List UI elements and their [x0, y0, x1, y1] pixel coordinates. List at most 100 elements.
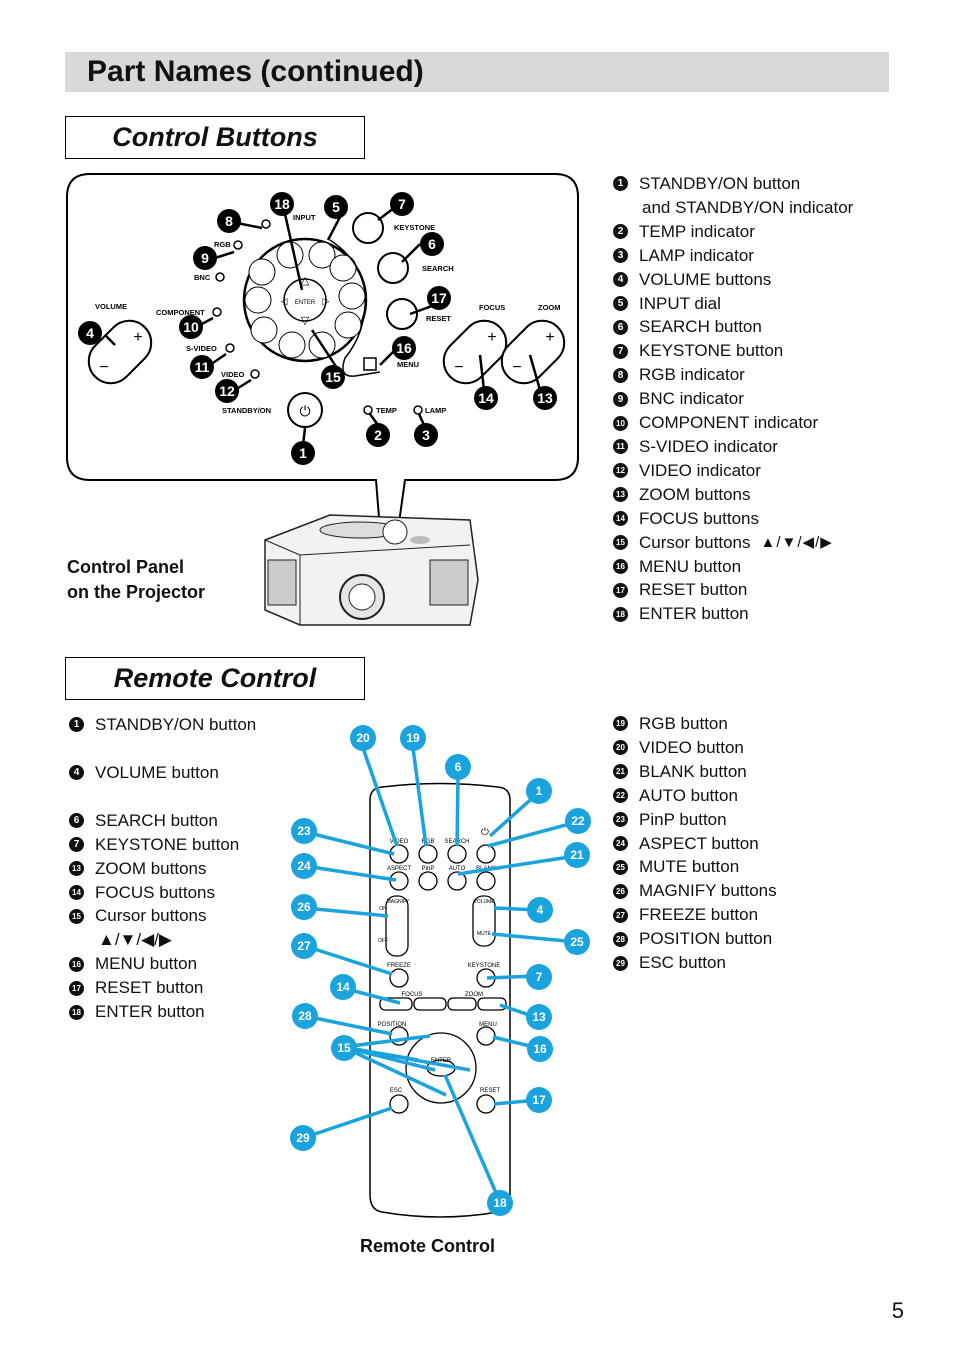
legend-item: [69, 737, 256, 761]
legend-item: 8 RGB indicator: [613, 363, 853, 387]
svg-text:KEYSTONE: KEYSTONE: [394, 223, 435, 232]
svg-text:RGB: RGB: [421, 839, 434, 845]
zoom-buttons: [500, 319, 566, 385]
svg-text:5: 5: [332, 199, 340, 215]
svg-text:15: 15: [325, 369, 341, 385]
svg-text:26: 26: [297, 900, 311, 914]
standby-button: [287, 392, 323, 428]
svg-text:28: 28: [298, 1009, 312, 1023]
number-badge: 13: [69, 861, 84, 877]
svg-text:20: 20: [356, 731, 370, 745]
enter-label: ENTER: [295, 300, 316, 306]
number-badge: 25: [613, 859, 628, 875]
svg-text:RGB: RGB: [214, 240, 231, 249]
svg-text:VIDEO: VIDEO: [221, 370, 245, 379]
svg-text:STANDBY/ON: STANDBY/ON: [222, 406, 271, 415]
legend-text: BLANK button: [639, 761, 747, 781]
reset-button: [386, 298, 418, 330]
number-badge: 19: [613, 716, 628, 732]
legend-text: Cursor buttons: [95, 906, 207, 926]
legend-item: 28 POSITION button: [613, 927, 777, 951]
legend-text: S-VIDEO indicator: [639, 436, 778, 456]
svg-text:MUTE: MUTE: [477, 931, 492, 937]
number-badge: 16: [613, 558, 628, 574]
number-badge: 1: [69, 717, 84, 733]
svg-text:1: 1: [536, 784, 543, 798]
number-badge: 10: [613, 415, 628, 431]
svg-text:1: 1: [299, 445, 307, 461]
focus-buttons: [442, 319, 508, 385]
svg-text:12: 12: [219, 383, 235, 399]
legend-text: POSITION button: [639, 929, 773, 949]
legend-text: RGB indicator: [639, 365, 745, 385]
search-button: [377, 252, 409, 284]
page-number: 5: [891, 1298, 904, 1323]
legend-text: LAMP indicator: [639, 245, 754, 265]
svg-text:22: 22: [571, 814, 585, 828]
svg-text:27: 27: [297, 939, 311, 953]
svg-text:PinP: PinP: [422, 866, 435, 872]
legend-text: RESET button: [639, 580, 748, 600]
number-badge: 17: [613, 582, 628, 598]
volume-buttons: [87, 319, 153, 385]
legend-text: MAGNIFY buttons: [639, 881, 777, 901]
menu-button: [363, 357, 377, 371]
svg-text:MENU: MENU: [397, 360, 419, 369]
page-title: Part Names (continued): [87, 55, 424, 88]
cursor-up-icon: △: [301, 275, 310, 287]
number-badge: 26: [613, 883, 628, 899]
svg-text:18: 18: [274, 196, 290, 212]
svg-text:ESC: ESC: [390, 1088, 403, 1094]
number-badge: 15: [69, 908, 84, 924]
legend-text: ASPECT button: [639, 833, 759, 853]
svg-text:14: 14: [336, 980, 350, 994]
control-buttons-heading: Control Buttons: [112, 122, 318, 152]
remote-caption: Remote Control: [360, 1236, 495, 1256]
svg-text:10: 10: [183, 319, 199, 335]
remote-control-heading-box: Remote Control: [65, 657, 365, 700]
legend-text: COMPONENT indicator: [639, 413, 819, 433]
number-badge: 2: [613, 224, 628, 240]
number-badge: 22: [613, 788, 628, 804]
remote-control-heading: Remote Control: [113, 663, 317, 693]
number-badge: 12: [613, 463, 628, 479]
legend-text: INPUT dial: [639, 293, 721, 313]
svg-text:ASPECT: ASPECT: [387, 866, 411, 872]
svg-text:6: 6: [428, 236, 436, 252]
legend-text: SEARCH button: [95, 810, 218, 830]
svg-text:LAMP: LAMP: [425, 406, 446, 415]
number-badge: 15: [613, 535, 628, 551]
number-badge: 18: [69, 1004, 84, 1020]
number-badge: 28: [613, 931, 628, 947]
number-badge: 8: [613, 367, 628, 383]
legend-text: BNC indicator: [639, 389, 744, 409]
number-badge: 7: [69, 837, 84, 853]
title-bar: Part Names (continued): [65, 52, 889, 92]
legend-text: and STANDBY/ON indicator: [642, 197, 854, 217]
number-badge: 14: [69, 884, 84, 900]
svg-text:KEYSTONE: KEYSTONE: [468, 963, 501, 969]
number-badge: 1: [613, 176, 628, 192]
svg-text:TEMP: TEMP: [376, 406, 397, 415]
power-icon: ⏻: [299, 403, 310, 419]
svg-text:+: +: [133, 329, 142, 346]
svg-text:7: 7: [536, 970, 543, 984]
svg-text:18: 18: [493, 1196, 507, 1210]
